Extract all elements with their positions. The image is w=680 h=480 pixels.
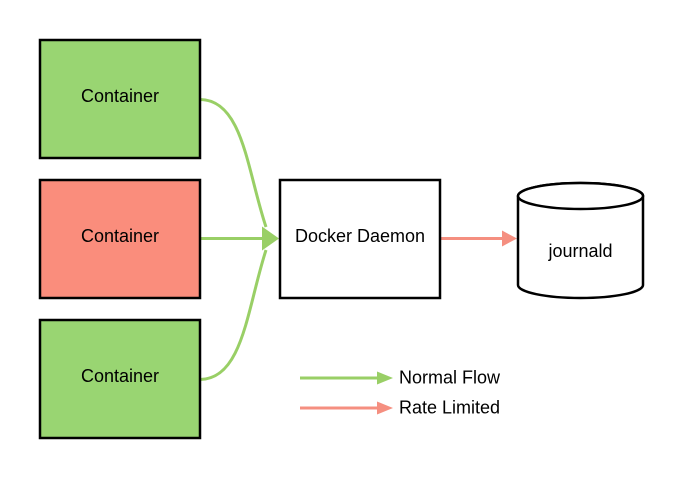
legend-rate-limited-label: Rate Limited [399, 398, 500, 418]
journald-label: journald [547, 241, 612, 261]
edges-normal-flow [199, 98, 279, 381]
node-container-middle: Container [38, 178, 202, 300]
node-container-top: Container [38, 38, 202, 160]
legend-rate-limited-arrowhead-icon [377, 401, 393, 415]
legend-rate-limited-row: Rate Limited [300, 398, 500, 418]
container-bottom-label: Container [81, 366, 159, 386]
edge-container-top-to-daemon [199, 98, 268, 228]
legend-normal-flow-arrowhead-icon [377, 371, 393, 385]
edge-rate-limited [441, 230, 517, 247]
docker-daemon-box [278, 178, 442, 300]
normal-flow-arrowhead-icon [262, 226, 279, 251]
rate-limited-arrowhead-icon [502, 230, 517, 247]
docker-daemon-label: Docker Daemon [295, 226, 425, 246]
container-middle-box [38, 178, 202, 300]
container-bottom-box [38, 318, 202, 440]
legend: Normal Flow Rate Limited [300, 368, 501, 418]
journald-cylinder-top-rim [516, 181, 645, 211]
container-top-label: Container [81, 86, 159, 106]
legend-normal-flow-label: Normal Flow [399, 368, 501, 388]
node-journald: journald [516, 181, 645, 300]
node-container-bottom: Container [38, 318, 202, 440]
container-middle-label: Container [81, 226, 159, 246]
edge-container-bottom-to-daemon [199, 249, 268, 381]
node-docker-daemon: Docker Daemon [278, 178, 442, 300]
container-top-box [38, 38, 202, 160]
legend-normal-flow-row: Normal Flow [300, 368, 501, 388]
